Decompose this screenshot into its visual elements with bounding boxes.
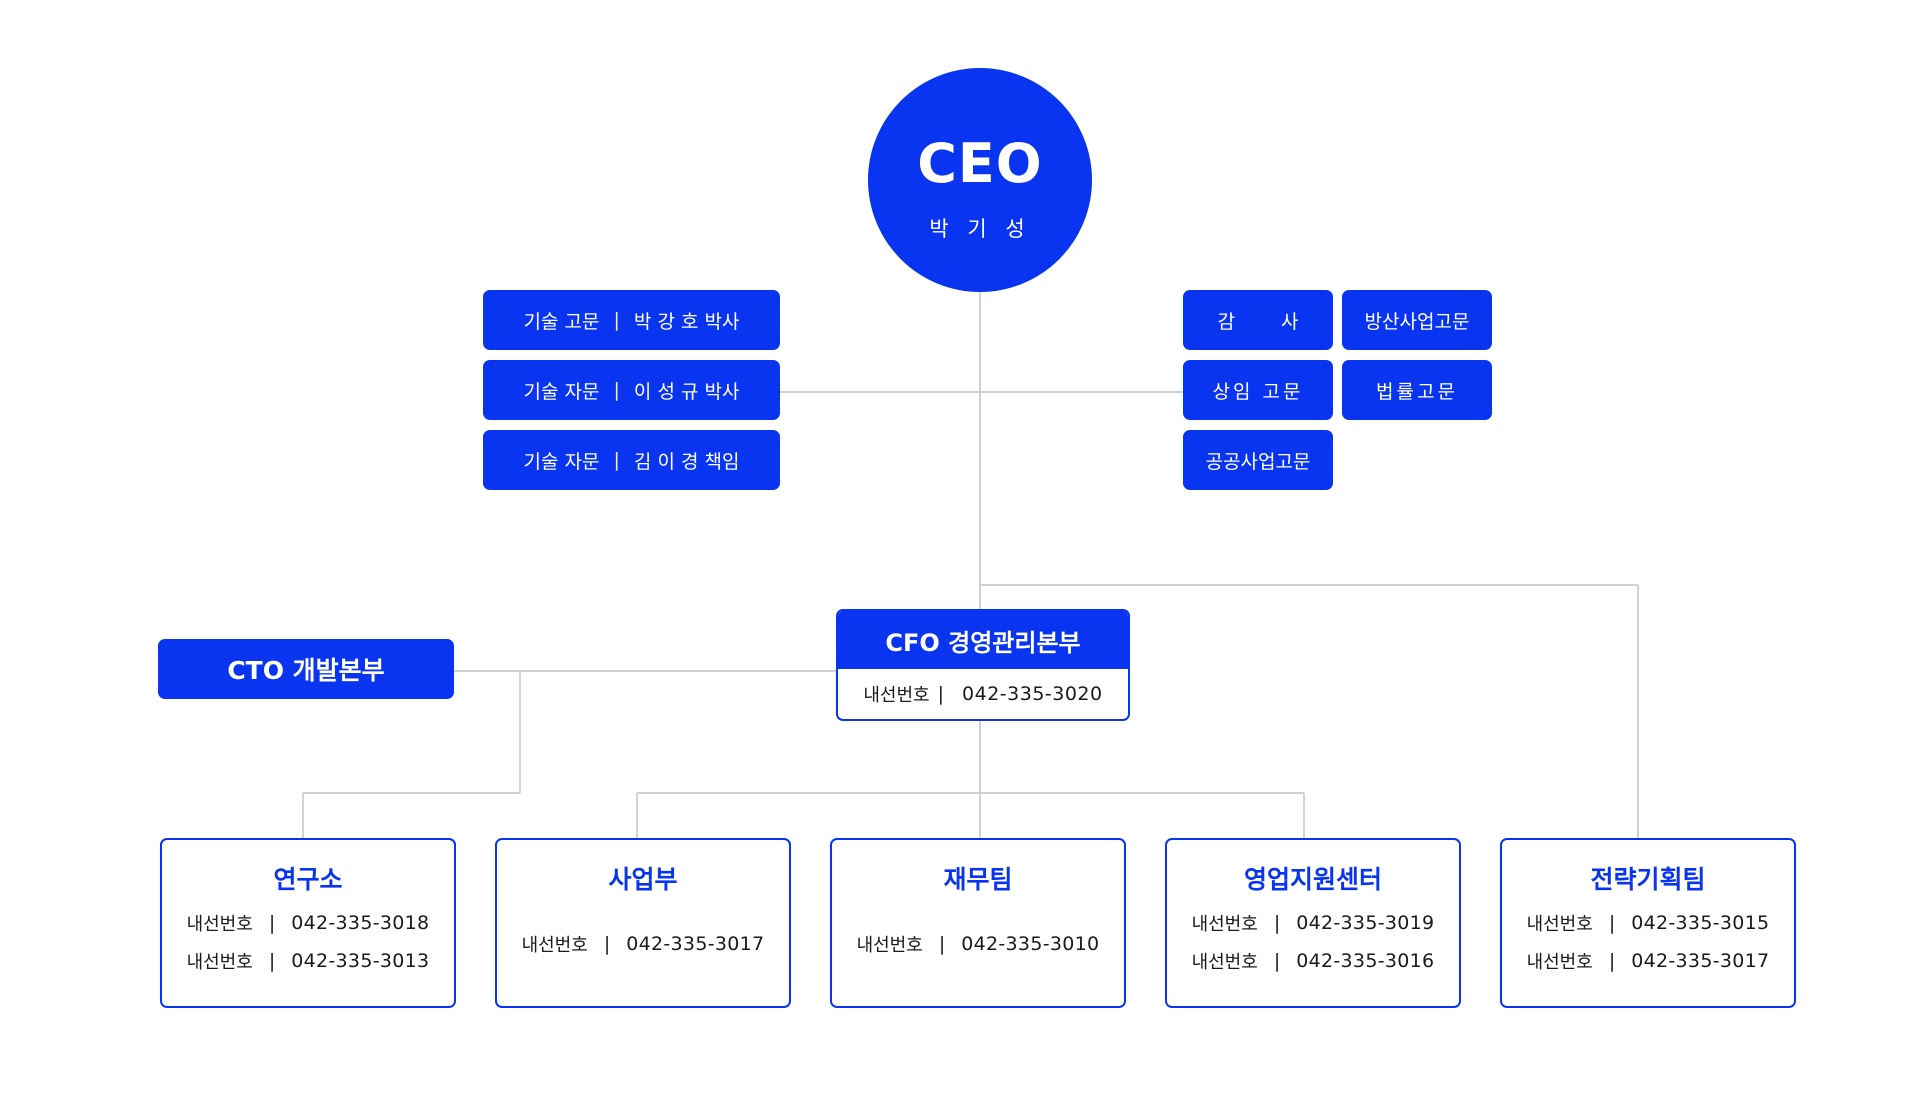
cfo-extension: 내선번호 | 042-335-3020	[838, 669, 1128, 719]
extension-number: 042-335-3017	[1631, 950, 1770, 972]
ceo-name: 박 기 성	[929, 217, 1031, 241]
dept-extension-line: 내선번호 | 042-335-3017	[1502, 948, 1794, 974]
advisor-person: 김 이 경 책임	[633, 450, 740, 473]
advisor-separator: |	[613, 379, 620, 401]
advisor-audit: 감 사	[1183, 290, 1333, 350]
advisor-defense-label: 방산사업고문	[1364, 310, 1470, 333]
advisor-legal: 법률고문	[1342, 360, 1492, 420]
advisor-defense: 방산사업고문	[1342, 290, 1492, 350]
extension-separator: |	[268, 950, 276, 972]
advisor-role: 기술 자문	[523, 450, 600, 473]
cfo-label: CFO 경영관리본부	[885, 628, 1081, 657]
cto-label: CTO 개발본부	[227, 656, 385, 685]
extension-number: 042-335-3010	[961, 933, 1100, 955]
dept-extension-line: 내선번호 | 042-335-3016	[1167, 948, 1459, 974]
extension-number: 042-335-3019	[1296, 912, 1435, 934]
extension-separator: |	[1608, 950, 1616, 972]
extension-separator: |	[603, 933, 611, 955]
advisor-standing: 상임 고문	[1183, 360, 1333, 420]
extension-separator: |	[1273, 950, 1281, 972]
extension-separator: |	[937, 683, 945, 705]
extension-label: 내선번호	[1191, 914, 1258, 935]
ceo-node: CEO 박 기 성	[868, 68, 1092, 292]
extension-separator: |	[1608, 912, 1616, 934]
advisor-person: 이 성 규 박사	[633, 380, 740, 403]
extension-label: 내선번호	[1526, 952, 1593, 973]
dept-extension-line: 내선번호 | 042-335-3019	[1167, 910, 1459, 936]
extension-separator: |	[268, 912, 276, 934]
dept-name: 영업지원센터	[1243, 865, 1382, 894]
extension-number: 042-335-3017	[626, 933, 765, 955]
dept-extension-line: 내선번호 | 042-335-3017	[497, 931, 789, 957]
advisor-left-3: 기술 자문 | 김 이 경 책임	[483, 430, 780, 490]
dept-strategy-planning: 전략기획팀 내선번호 | 042-335-3015 내선번호 | 042-335…	[1500, 838, 1796, 1008]
advisor-audit-second: 사	[1281, 310, 1299, 333]
extension-label: 내선번호	[1526, 914, 1593, 935]
advisor-public-label: 공공사업고문	[1205, 450, 1311, 473]
extension-label: 내선번호	[863, 685, 930, 706]
advisor-separator: |	[613, 309, 620, 331]
extension-number: 042-335-3020	[962, 683, 1103, 705]
extension-number: 042-335-3016	[1296, 950, 1435, 972]
extension-number: 042-335-3013	[291, 950, 430, 972]
dept-name: 전략기획팀	[1590, 865, 1706, 894]
ceo-title: CEO	[917, 132, 1043, 195]
dept-extension-line: 내선번호 | 042-335-3015	[1502, 910, 1794, 936]
extension-number: 042-335-3015	[1631, 912, 1770, 934]
advisor-left-1: 기술 고문 | 박 강 호 박사	[483, 290, 780, 350]
dept-extension-line: 내선번호 | 042-335-3010	[832, 931, 1124, 957]
extension-separator: |	[938, 933, 946, 955]
extension-separator: |	[1273, 912, 1281, 934]
advisor-separator: |	[613, 449, 620, 471]
dept-name: 재무팀	[943, 865, 1013, 894]
advisor-standing-label: 상임 고문	[1212, 380, 1304, 403]
dept-business-division: 사업부 내선번호 | 042-335-3017	[495, 838, 791, 1008]
advisor-person: 박 강 호 박사	[633, 310, 740, 333]
dept-extension-line: 내선번호 | 042-335-3018	[162, 910, 454, 936]
dept-finance-team: 재무팀 내선번호 | 042-335-3010	[830, 838, 1126, 1008]
dept-sales-support: 영업지원센터 내선번호 | 042-335-3019 내선번호 | 042-33…	[1165, 838, 1461, 1008]
dept-name: 연구소	[273, 865, 343, 894]
advisor-public: 공공사업고문	[1183, 430, 1333, 490]
advisor-role: 기술 자문	[523, 380, 600, 403]
advisor-left-2: 기술 자문 | 이 성 규 박사	[483, 360, 780, 420]
cfo-node: CFO 경영관리본부 내선번호 | 042-335-3020	[836, 609, 1130, 721]
dept-research-lab: 연구소 내선번호 | 042-335-3018 내선번호 | 042-335-3…	[160, 838, 456, 1008]
extension-number: 042-335-3018	[291, 912, 430, 934]
dept-name: 사업부	[608, 865, 678, 894]
extension-label: 내선번호	[1191, 952, 1258, 973]
extension-label: 내선번호	[856, 935, 923, 956]
extension-label: 내선번호	[521, 935, 588, 956]
extension-label: 내선번호	[186, 914, 253, 935]
extension-label: 내선번호	[186, 952, 253, 973]
dept-extension-line: 내선번호 | 042-335-3013	[162, 948, 454, 974]
cto-node: CTO 개발본부	[158, 639, 454, 699]
cfo-header: CFO 경영관리본부	[838, 611, 1128, 669]
advisor-role: 기술 고문	[523, 310, 600, 333]
advisor-legal-label: 법률고문	[1376, 380, 1458, 403]
advisor-audit-first: 감	[1217, 310, 1235, 333]
